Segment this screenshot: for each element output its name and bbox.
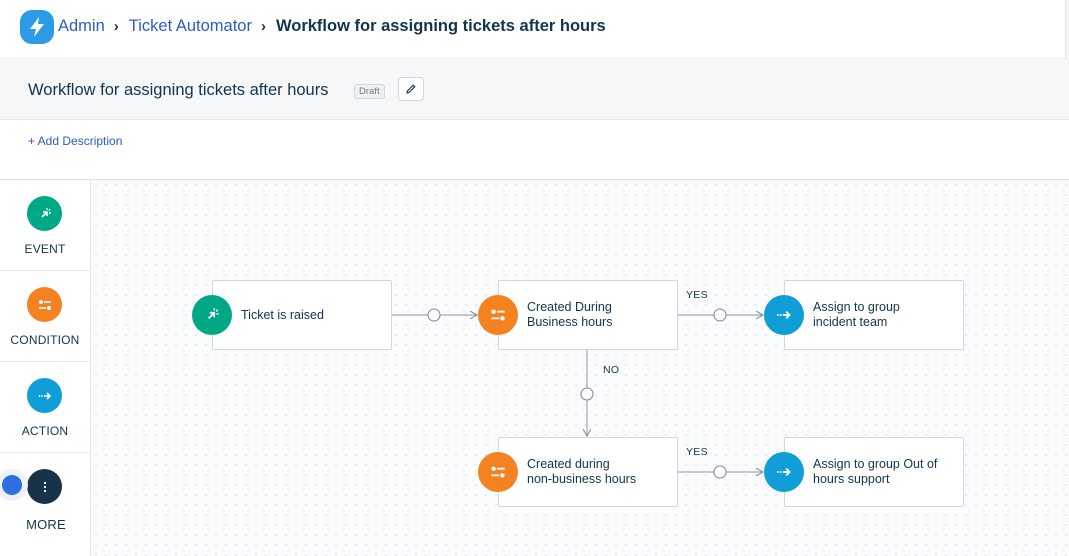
condition-toggle-icon <box>478 295 518 335</box>
node-label: hours support <box>813 472 890 486</box>
chevron-right-icon: › <box>260 18 266 35</box>
condition-toggle-icon <box>478 452 518 492</box>
node-label: Ticket is raised <box>241 307 324 322</box>
breadcrumb-admin[interactable]: Admin <box>58 17 105 35</box>
event-cursor-icon <box>192 295 232 335</box>
breadcrumb: Admin › Ticket Automator › Workflow for … <box>58 17 606 36</box>
palette-item-more[interactable]: MORE <box>0 453 90 544</box>
add-description-link[interactable]: + Add Description <box>28 134 123 148</box>
more-vertical-icon <box>27 469 62 504</box>
status-badge: Draft <box>354 84 385 99</box>
workflow-title-bar: Workflow for assigning tickets after hou… <box>0 59 1069 120</box>
palette-item-label: MORE <box>26 517 66 532</box>
pencil-icon <box>406 84 416 94</box>
condition-node-business-hours[interactable]: Created During Business hours <box>498 280 678 350</box>
palette-item-condition[interactable]: CONDITION <box>0 271 90 362</box>
action-node-incident-team[interactable]: Assign to group incident team <box>784 280 964 350</box>
node-label: Assign to group Out of <box>813 457 938 471</box>
branch-label-yes: YES <box>686 289 708 301</box>
drag-handle-dot[interactable] <box>2 475 22 495</box>
edit-title-button[interactable] <box>398 77 424 101</box>
workflow-canvas[interactable]: Ticket is raised Created During Business… <box>91 180 1069 556</box>
node-text: Assign to group incident team <box>785 300 900 330</box>
palette-item-action[interactable]: ACTION <box>0 362 90 453</box>
top-bar: Admin › Ticket Automator › Workflow for … <box>0 0 1069 59</box>
node-text: Assign to group Out of hours support <box>785 457 937 487</box>
palette-item-label: EVENT <box>24 242 66 256</box>
event-node-ticket-raised[interactable]: Ticket is raised <box>212 280 392 350</box>
chevron-right-icon: › <box>113 18 119 35</box>
node-label: incident team <box>813 315 888 329</box>
node-label: non-business hours <box>527 472 637 486</box>
action-node-out-of-hours-support[interactable]: Assign to group Out of hours support <box>784 437 964 507</box>
action-arrow-icon <box>764 452 804 492</box>
condition-node-non-business-hours[interactable]: Created during non-business hours <box>498 437 678 507</box>
topbar-edge <box>1065 0 1069 59</box>
branch-label-yes: YES <box>686 446 708 458</box>
app-logo-bolt-icon[interactable] <box>20 10 54 44</box>
node-label: Created during <box>527 457 610 471</box>
node-text: Created During Business hours <box>499 300 612 330</box>
node-label: Business hours <box>527 315 613 329</box>
event-cursor-icon <box>27 196 62 231</box>
node-palette: EVENT CONDITION ACTION MORE <box>0 180 91 556</box>
palette-item-label: ACTION <box>21 424 69 438</box>
description-bar: + Add Description <box>0 120 1069 180</box>
branch-label-no: NO <box>603 364 620 376</box>
node-text: Ticket is raised <box>213 308 324 323</box>
breadcrumb-ticket-automator[interactable]: Ticket Automator <box>128 17 252 35</box>
node-label: Assign to group <box>813 300 900 314</box>
connector-lines <box>391 308 1069 479</box>
palette-item-label: CONDITION <box>10 333 80 347</box>
action-arrow-icon <box>764 295 804 335</box>
palette-item-event[interactable]: EVENT <box>0 180 90 271</box>
node-label: Created During <box>527 300 612 314</box>
workflow-title: Workflow for assigning tickets after hou… <box>28 81 329 99</box>
action-arrow-icon <box>27 378 62 413</box>
node-text: Created during non-business hours <box>499 457 636 487</box>
breadcrumb-current: Workflow for assigning tickets after hou… <box>275 17 606 35</box>
condition-toggle-icon <box>27 287 62 322</box>
